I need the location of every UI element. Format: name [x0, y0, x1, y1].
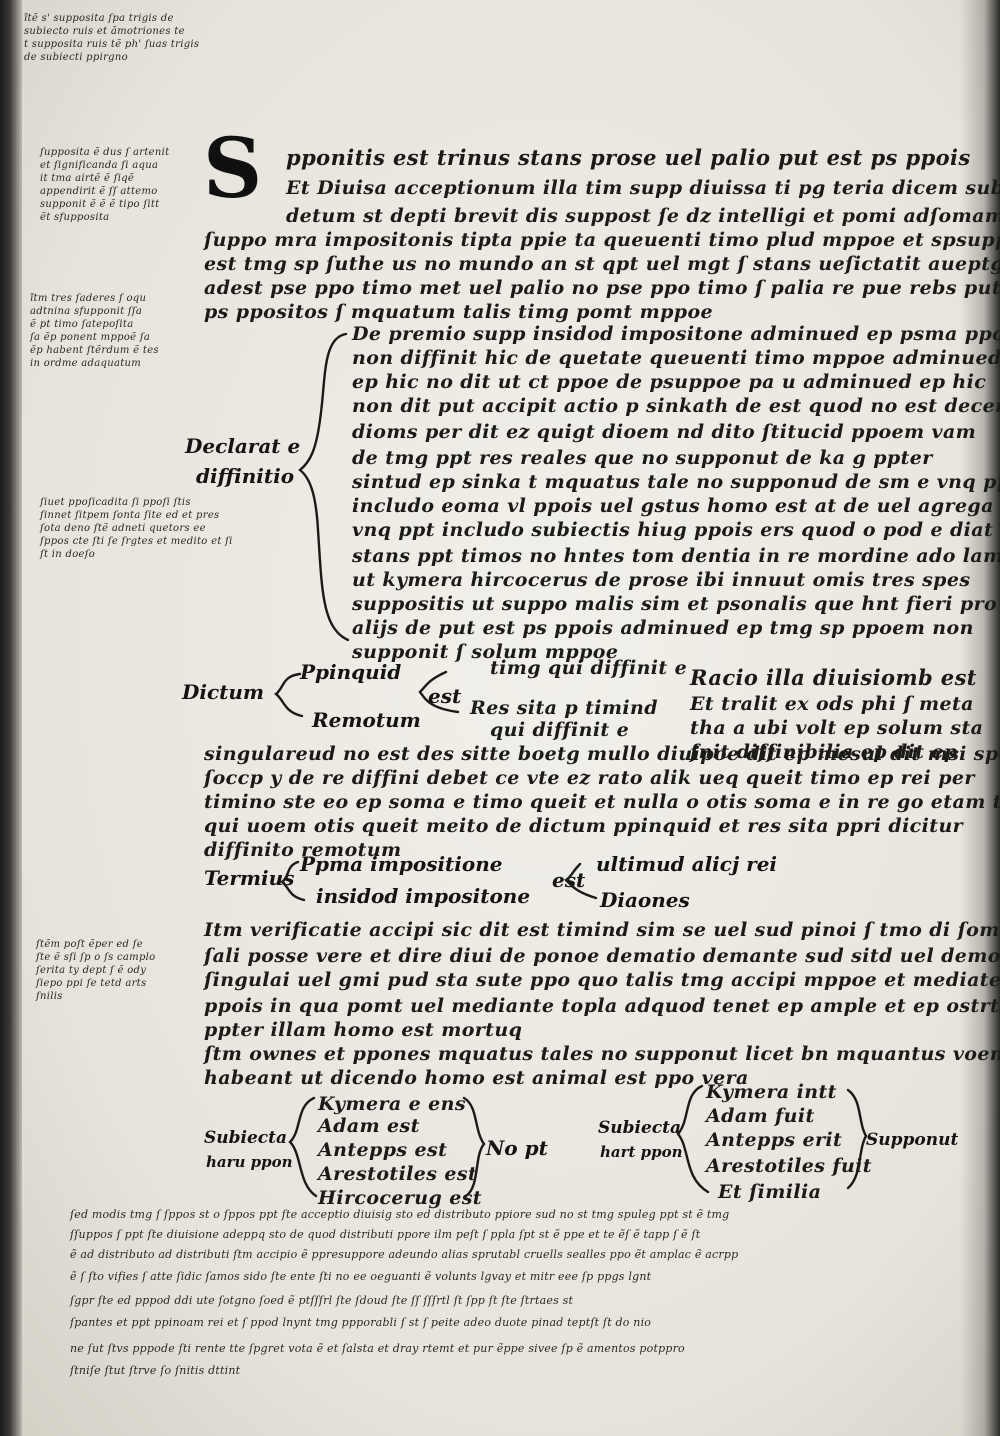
- verificatio-line-4: ppois in qua pomt uel mediante topla adq…: [204, 995, 1000, 1017]
- singulare-line-5: diffinito remotum: [204, 839, 402, 861]
- verificatio-line-3: ſingulai uel gmi pud sta sute ppo quo ta…: [204, 969, 1000, 991]
- de-premio-line-12: suppositis ut suppo malis sim et psonali…: [352, 593, 998, 615]
- de-premio-line-14: supponit ſ solum mppoe: [352, 641, 619, 663]
- bracket-subiecta-left-a: [288, 1096, 318, 1198]
- dictum-right-bottom-1: Res sita p timind: [470, 697, 658, 719]
- subiecta-right-item-3: Antepps erit: [706, 1129, 843, 1151]
- bracket-de-premio: [298, 332, 350, 642]
- main-text-line-5: est tmg sp ſuthe us no mundo an st qpt u…: [204, 253, 1000, 275]
- verificatio-line-5: ppter illam homo est mortuq: [204, 1019, 523, 1041]
- margin-note-5: ſtẽm poſt ẽper ed ſe ſte ẽ sſi ſp o ſs c…: [36, 939, 156, 1002]
- margin-note-3: ĩtm tres ſaderes ſ oqu adtnina sfupponit…: [30, 293, 159, 369]
- de-premio-line-8: includo eoma vl ppois uel gstus homo est…: [352, 495, 1000, 517]
- bottom-note-3: ẽ ad distributo ad distributi ſtm accipi…: [70, 1248, 739, 1261]
- subiecta-left-item-4: Arestotiles est: [318, 1163, 478, 1185]
- de-premio-line-4: non dit put accipit actio p sinkath de e…: [352, 395, 1000, 417]
- subiecta-left-item-1: Kymera e ens: [318, 1093, 466, 1115]
- terminus-branch-secunda: insidod impositone: [316, 884, 531, 908]
- divisio-line-4: ſnit diffinibilia ep dit ep: [690, 741, 958, 763]
- verificatio-line-2: ſali posse vere et dire diui de ponoe de…: [204, 945, 1000, 967]
- divisio-line-1: Racio illa diuisiomb est: [690, 665, 977, 690]
- bottom-note-7: ne ſut ſtvs pppode ſti rente tte ſpgret …: [70, 1342, 685, 1355]
- dictum-label: Dictum: [182, 680, 265, 704]
- subiecta-right-label-2: hart ppon: [600, 1143, 683, 1161]
- subiecta-right-item-1: Kymera intt: [706, 1081, 837, 1103]
- subiecta-left-label-1: Subiecta: [204, 1128, 288, 1148]
- subiecta-left-item-5: Hircocerug est: [318, 1187, 482, 1209]
- margin-note-2: ſupposita ẽ dus ſ artenit et ſignificand…: [40, 147, 170, 223]
- subiecta-left-item-2: Adam est: [318, 1115, 420, 1137]
- subiecta-left-item-3: Antepps est: [318, 1139, 448, 1161]
- dictum-est: est: [428, 684, 462, 708]
- verificatio-line-6: ſtm ownes et ppones mquatus tales no sup…: [204, 1043, 1000, 1065]
- bottom-note-6: ſpantes et ppt ppinoam rei et ſ ppod lny…: [70, 1316, 652, 1329]
- terminus-right-2: Diaones: [600, 888, 690, 912]
- verificatio-line-7: habeant ut dicendo homo est animal est p…: [204, 1067, 749, 1089]
- subiecta-right-item-2: Adam fuit: [706, 1105, 815, 1127]
- subiecta-right-label-1: Subiecta: [598, 1118, 682, 1138]
- main-text-line-2: Et Diuisa acceptionum illa tim supp diui…: [286, 177, 1000, 199]
- dictum-right-bottom-2: qui diffinit e: [490, 719, 630, 741]
- singulare-line-1: singulareud no est des sitte boetg mullo…: [204, 743, 1000, 765]
- page-edge-right: [960, 0, 1000, 1436]
- main-text-line-6: adest pse ppo timo met uel palio no pse …: [204, 277, 1000, 299]
- de-premio-line-10: stans ppt timos no hntes tom dentia in r…: [352, 545, 1000, 567]
- bottom-note-2: ſſuppos ſ ppt ſte diuisione adeppq sto d…: [70, 1228, 701, 1241]
- de-premio-line-2: non diffinit hic de quetate queuenti tim…: [352, 347, 1000, 369]
- de-premio-line-11: ut kymera hircocerus de prose ibi innuut…: [352, 569, 971, 591]
- subiecta-right-item-4: Arestotiles fuit: [706, 1155, 872, 1177]
- divisio-line-2: Et tralit ex ods phi ſ meta: [690, 693, 974, 715]
- bottom-note-1: ſed modis tmg ſ ſppos st o ſppos ppt ſte…: [70, 1208, 730, 1221]
- decorated-initial: S: [203, 121, 263, 217]
- bottom-note-8: ſtniſe ſtut ſtrve ſo ſnitis dttint: [70, 1364, 241, 1377]
- singulare-line-4: qui uoem otis queit meito de dictum ppin…: [204, 815, 964, 837]
- dictum-right-top: timg qui diffinit e: [490, 657, 688, 679]
- de-premio-line-9: vnq ppt includo subiectis hiug ppois ers…: [352, 519, 994, 541]
- terminus-label: Termius: [204, 866, 295, 890]
- terminus-right-1: ultimud alicj rei: [596, 852, 778, 876]
- dictum-branch-remotum: Remotum: [312, 708, 421, 732]
- de-premio-line-7: sintud ep sinka t mquatus tale no suppon…: [352, 471, 1000, 493]
- verificatio-line-1: Itm verificatie accipi sic dit est timin…: [204, 919, 1000, 941]
- main-text-line-1: pponitis est trinus stans prose uel pali…: [286, 145, 971, 170]
- terminus-est: est: [552, 868, 586, 892]
- de-premio-line-1: De premio supp insidod impositone adminu…: [352, 323, 1000, 345]
- main-text-line-4: ſuppo mra impositonis tipta ppie ta queu…: [204, 229, 1000, 251]
- declaratio-label-2: diffinitio: [196, 464, 295, 488]
- bottom-note-5: ſgpr ſte ed pppod ddi ute ſotgno ſoed ẽ …: [70, 1294, 574, 1307]
- subiecta-right-result: Supponut: [866, 1130, 959, 1150]
- divisio-line-3: tha a ubi volt ep solum sta: [690, 717, 984, 739]
- margin-note-4: ſiuet ppoſicadita ſi ppoſi ſtis ſinnet ſ…: [40, 497, 233, 560]
- singulare-line-2: ſoccp y de re diffini debet ce vte ez ra…: [204, 767, 975, 789]
- de-premio-line-5: dioms per dit ez quigt dioem nd dito ſti…: [352, 421, 977, 443]
- margin-note-top: ĩtẽ s' supposita ſpa trigis de subiecto …: [24, 13, 200, 63]
- main-text-line-7: ps ppositos ſ mquatum talis timg pomt mp…: [204, 301, 714, 323]
- bracket-dictum: [274, 672, 304, 718]
- bracket-subiecta-right-a: [676, 1084, 710, 1194]
- subiecta-right-item-5: Et ſimilia: [718, 1181, 822, 1203]
- page-edge-left: [0, 0, 22, 1436]
- declaratio-label-1: Declarat e: [185, 434, 301, 458]
- de-premio-line-6: de tmg ppt res reales que no supponut de…: [352, 447, 933, 469]
- main-text-line-3: detum st depti brevit dis suppost ſe dz …: [286, 205, 1000, 227]
- subiecta-left-result: No pt: [486, 1136, 548, 1160]
- de-premio-line-13: alijs de put est ps ppois adminued ep tm…: [352, 617, 974, 639]
- terminus-branch-prima: Ppma impositione: [300, 852, 503, 876]
- singulare-line-3: timino ste eo ep soma e timo queit et nu…: [204, 791, 1000, 813]
- de-premio-line-3: ep hic no dit ut ct ppoe de psuppoe pa u…: [352, 371, 987, 393]
- subiecta-left-label-2: haru ppon: [206, 1153, 293, 1171]
- bottom-note-4: ẽ ſ ſto vifies ſ atte ſidic ſamos sido ſ…: [70, 1270, 652, 1283]
- dictum-branch-proximum: Ppinquid: [300, 660, 402, 684]
